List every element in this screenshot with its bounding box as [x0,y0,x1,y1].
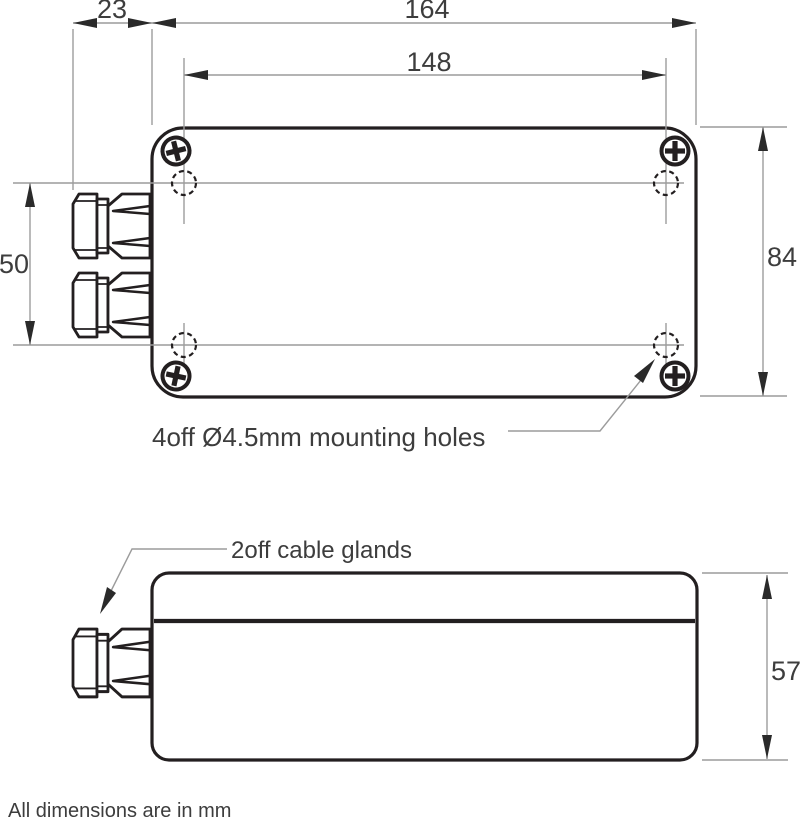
dimension-hole-spacing-50: 50 [0,183,35,345]
dimension-overall-height-84: 84 [700,126,797,397]
arrowhead [25,321,35,345]
leader-line [508,379,642,432]
arrowhead [672,18,696,28]
enclosure-side-outline [150,571,699,762]
dim-164-text: 164 [404,0,449,24]
dim-23-text: 23 [97,0,127,24]
cable-gland-top [71,192,152,260]
units-note: All dimensions are in mm [8,800,231,822]
arrowhead [25,183,35,207]
hole-centerlines [13,58,684,367]
arrowhead [642,70,666,80]
arrowhead [128,18,152,28]
arrowhead [762,575,772,599]
cable-gland-side [71,627,152,699]
dim-57-text: 57 [771,656,800,686]
top-view [13,58,698,399]
arrowhead [184,70,208,80]
leader-line [110,548,227,592]
cable-glands-label: 2off cable glands [231,537,412,564]
arrowhead [73,18,97,28]
arrowhead [762,735,772,759]
side-view [71,571,699,762]
dimension-side-height-57: 57 [702,572,800,761]
screw-bottom-right [659,360,691,392]
mounting-holes-callout: 4off Ø4.5mm mounting holes [152,359,655,452]
screw-top-right [659,135,691,167]
dim-148-text: 148 [406,47,451,77]
enclosure-top-outline [150,126,698,399]
cable-glands-callout: 2off cable glands [100,537,412,614]
leader-arrowhead [634,359,655,383]
dimension-hole-spacing-148: 148 [184,47,666,80]
dimension-overall-width-164: 164 [152,0,697,125]
mounting-holes-label: 4off Ø4.5mm mounting holes [152,422,485,452]
dim-50-text: 50 [0,249,29,279]
dim-84-text: 84 [767,242,797,272]
arrowhead [758,372,768,396]
arrowhead [152,18,176,28]
arrowhead [758,127,768,151]
leader-arrowhead [100,587,116,614]
dimension-gland-offset-23: 23 [72,0,153,190]
cable-gland-bottom [71,271,152,339]
